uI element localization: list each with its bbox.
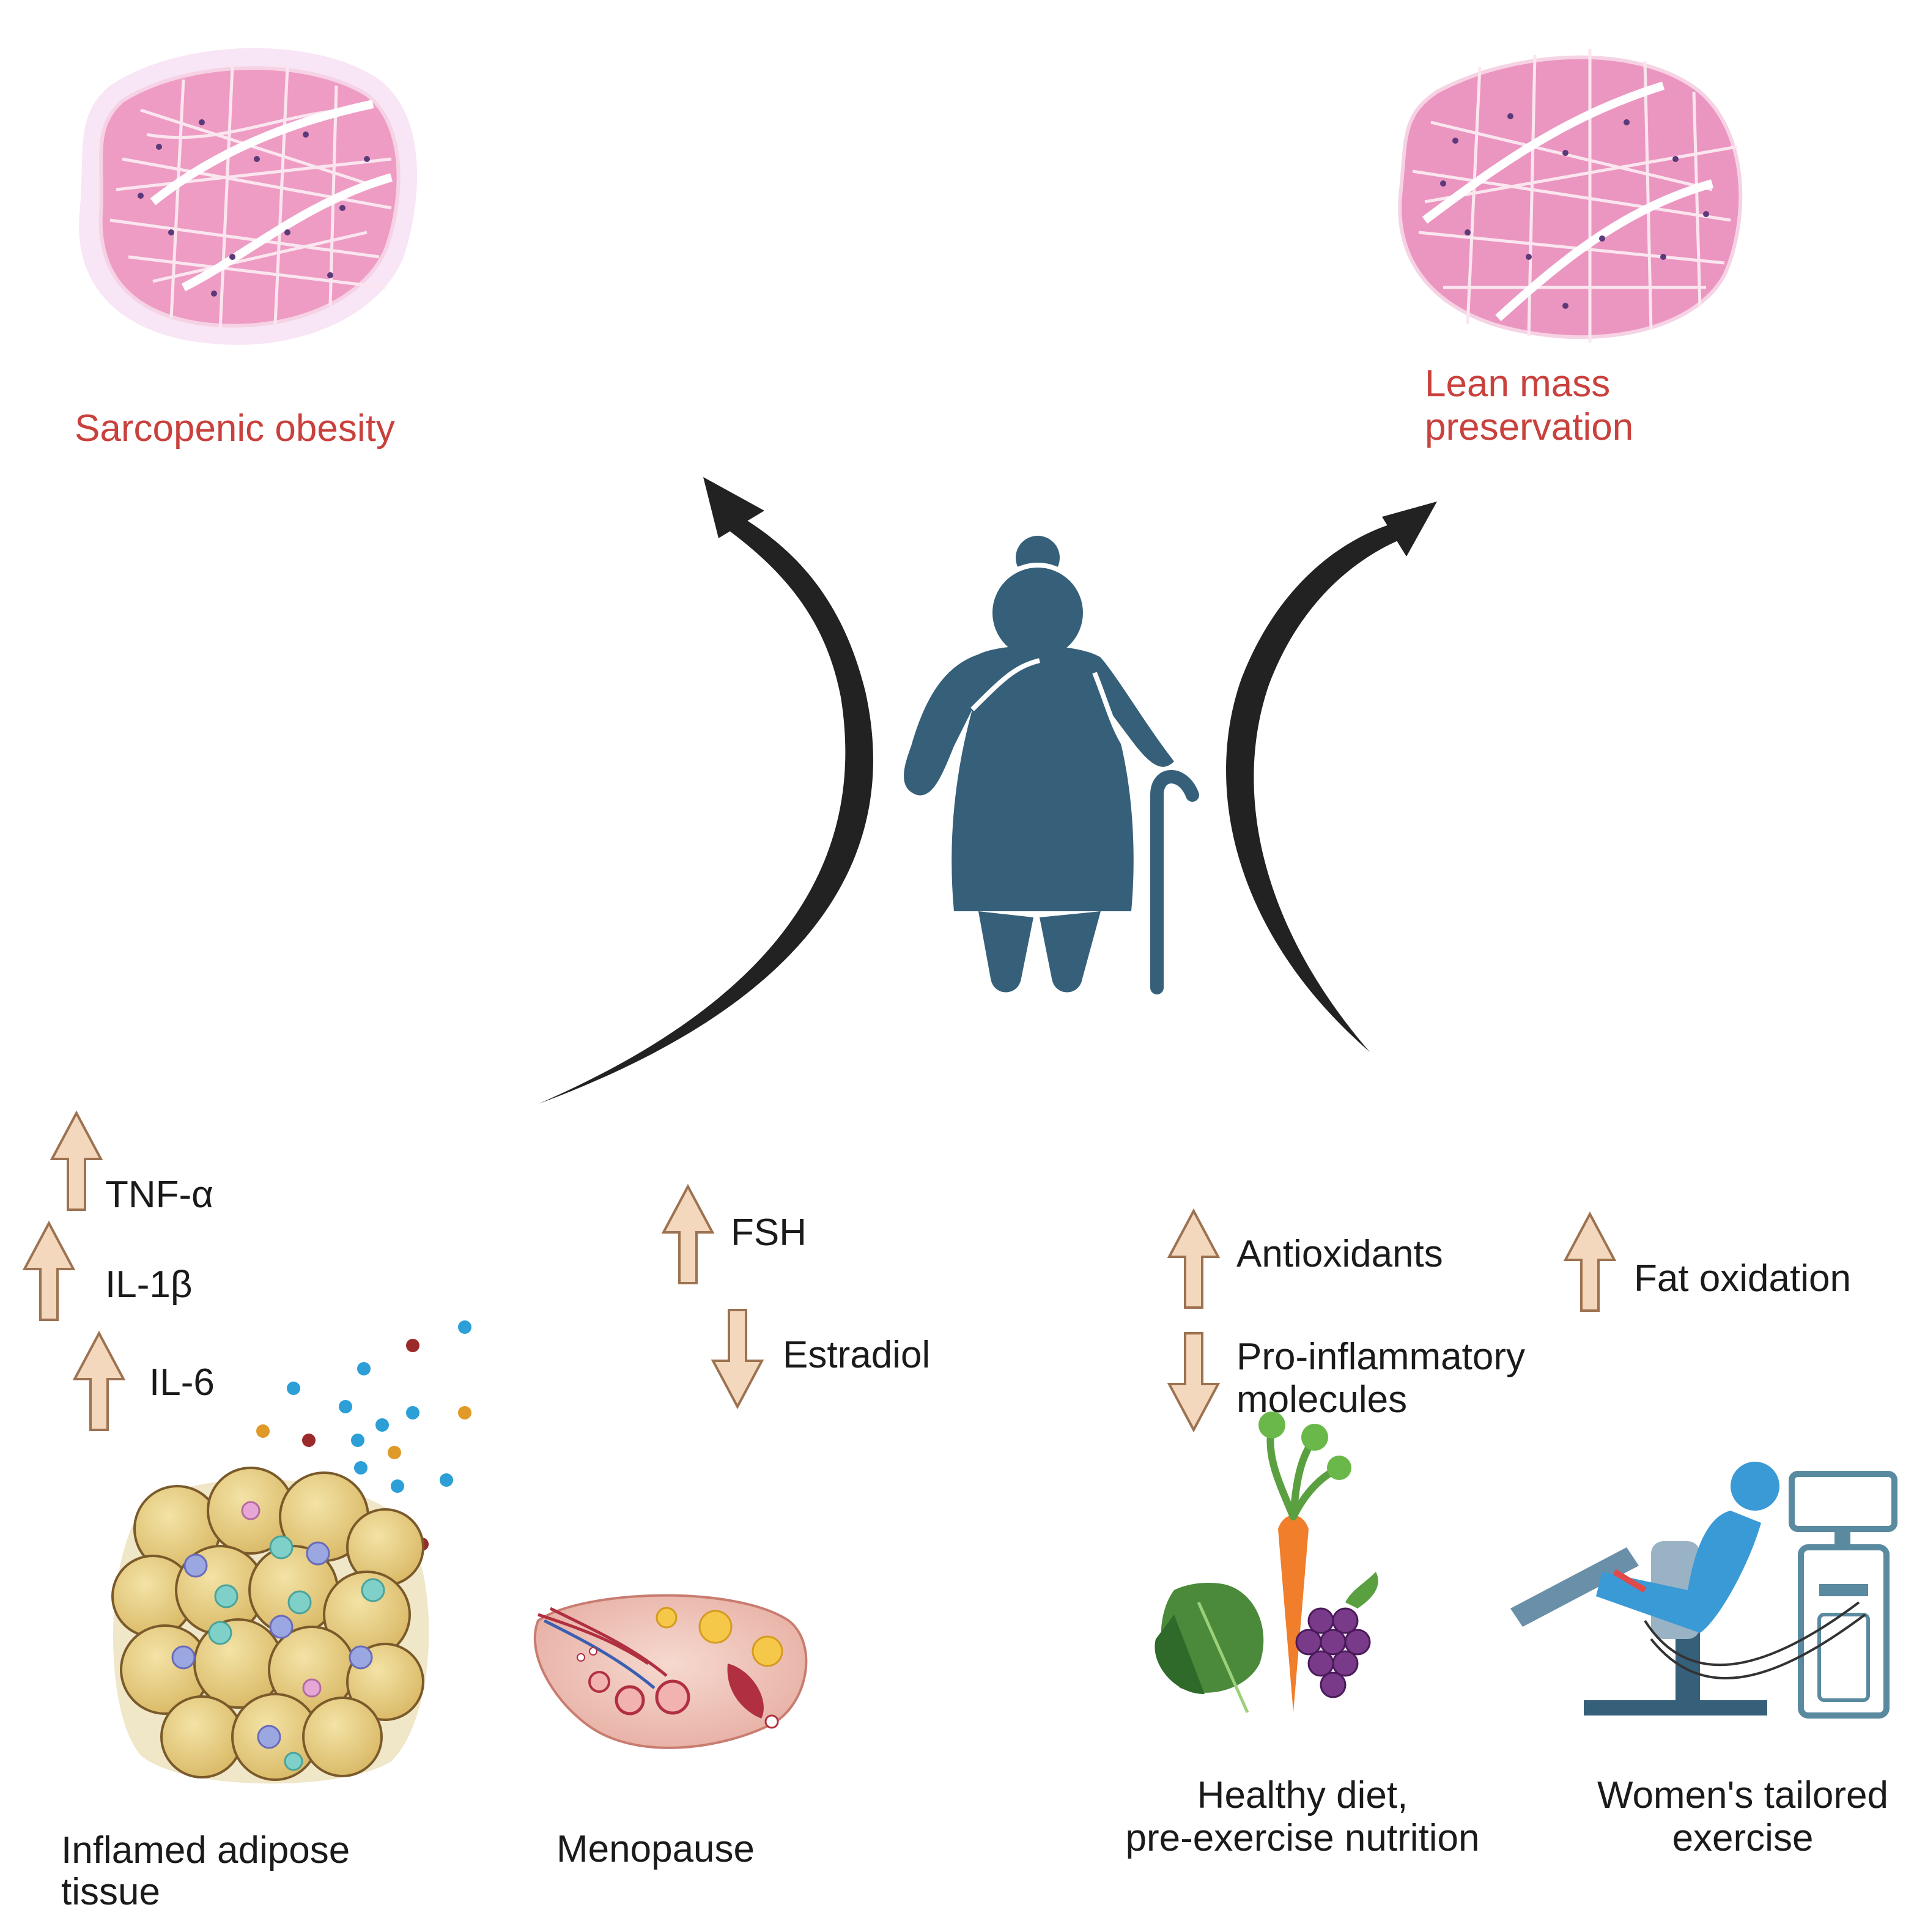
lean-mass-label-line2: preservation	[1425, 406, 1634, 448]
adipose-caption-line1: Inflamed adipose	[61, 1829, 350, 1871]
up-arrow-icon	[1167, 1208, 1221, 1309]
exercise-machine-icon	[1510, 1462, 1897, 1719]
muscle-cross-section-left-icon	[79, 48, 418, 345]
sarcopenic-obesity-label: Sarcopenic obesity	[75, 407, 395, 450]
pro-inflammatory-label-line1: Pro-inflammatory	[1236, 1336, 1525, 1378]
adipose-cells-icon	[111, 1467, 429, 1784]
ovary-icon	[533, 1594, 808, 1749]
up-arrow-icon	[72, 1330, 126, 1431]
up-arrow-icon	[50, 1110, 103, 1211]
adipose-caption-line2: tissue	[61, 1871, 160, 1913]
fsh-label: FSH	[731, 1212, 807, 1254]
arrow-to-lean-mass	[1226, 502, 1437, 1052]
up-arrow-icon	[22, 1220, 76, 1321]
il-6-label: IL-6	[149, 1361, 215, 1404]
arrow-to-sarcopenic-obesity	[538, 477, 873, 1104]
up-arrow-icon	[661, 1183, 715, 1284]
exercise-caption-line2: exercise	[1672, 1817, 1814, 1859]
up-arrow-icon	[1563, 1211, 1617, 1312]
tnf-alpha-label: TNF-α	[105, 1174, 214, 1216]
down-arrow-icon	[711, 1309, 764, 1410]
menopause-caption: Menopause	[556, 1828, 755, 1870]
pro-inflammatory-label-line2: molecules	[1236, 1379, 1408, 1421]
lean-mass-label-line1: Lean mass	[1425, 363, 1611, 405]
fat-oxidation-label: Fat oxidation	[1634, 1257, 1851, 1300]
cytokine-particles	[256, 1320, 471, 1551]
down-arrow-icon	[1167, 1332, 1221, 1433]
vegetables-fruit-icon	[1155, 1412, 1378, 1714]
muscle-cross-section-right-icon	[1398, 49, 1743, 342]
exercise-caption-line1: Women's tailored	[1597, 1774, 1888, 1816]
estradiol-label: Estradiol	[783, 1334, 931, 1376]
diet-caption-line1: Healthy diet,	[1197, 1774, 1408, 1816]
elderly-woman-with-cane-icon	[904, 536, 1199, 994]
antioxidants-label: Antioxidants	[1236, 1233, 1443, 1275]
il-1-beta-label: IL-1β	[105, 1264, 193, 1306]
diet-caption-line2: pre-exercise nutrition	[1125, 1817, 1480, 1859]
